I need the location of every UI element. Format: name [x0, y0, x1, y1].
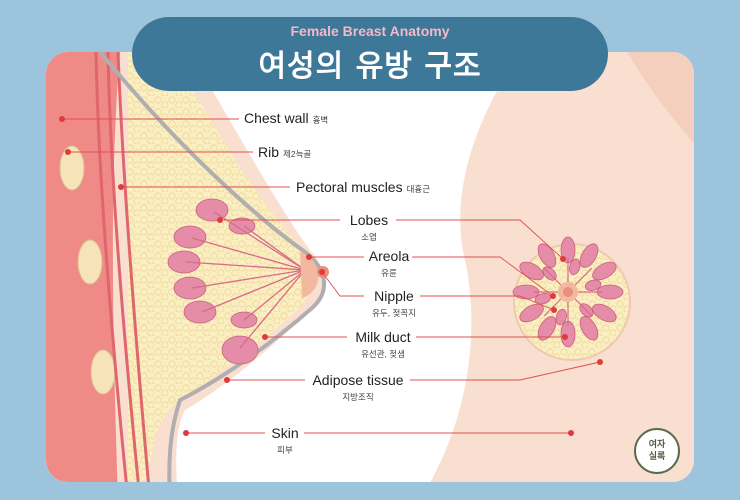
side-view-milk-ducts: [185, 211, 306, 349]
lobes-en: Lobes: [349, 212, 389, 228]
skin-outline: [98, 52, 327, 482]
chest-wall-ko: 흉벽: [312, 115, 329, 125]
adipose-en: Adipose tissue: [312, 372, 404, 388]
milk-duct-en: Milk duct: [355, 329, 411, 345]
side-view-areola: [300, 252, 319, 298]
skin-en: Skin: [271, 425, 299, 441]
title-banner: Female Breast Anatomy 여성의 유방 구조: [132, 17, 608, 91]
rib-en: Rib: [258, 144, 280, 160]
pectoral-en: Pectoral muscles: [296, 179, 403, 195]
pectoral-ko: 대흉근: [406, 184, 431, 194]
label-skin: Skin 피부: [266, 425, 304, 456]
chest-wall-en: Chest wall: [244, 110, 309, 126]
page-subtitle: Female Breast Anatomy: [290, 23, 450, 39]
label-milk-duct: Milk duct 유선관, 젖샘: [350, 329, 416, 360]
logo-line-1: 여자: [648, 440, 666, 450]
pectoral-muscle-layer: [94, 52, 152, 482]
milk-duct-ko: 유선관, 젖샘: [361, 349, 405, 359]
skin-ko: 피부: [277, 445, 293, 455]
label-nipple: Nipple 유두, 젖꼭지: [366, 288, 422, 319]
label-lobes: Lobes 소엽: [344, 212, 394, 243]
rib-bones: [59, 145, 116, 395]
nipple-en: Nipple: [374, 288, 414, 304]
areola-ko: 유륜: [381, 268, 397, 278]
adipose-ko: 지방조직: [342, 392, 374, 402]
leader-lines: [62, 118, 601, 434]
label-adipose-tissue: Adipose tissue 지방조직: [306, 372, 410, 403]
front-view-lobes: [512, 236, 624, 348]
logo-line-2: 실록: [648, 452, 666, 462]
brand-logo: 여자 실록: [634, 428, 680, 474]
nipple-ko: 유두, 젖꼭지: [372, 308, 416, 318]
rib-ko: 제2늑골: [283, 149, 312, 159]
lobes-ko: 소엽: [361, 232, 377, 242]
areola-en: Areola: [368, 248, 410, 264]
leader-dots: [59, 116, 603, 436]
label-areola: Areola 유륜: [366, 248, 412, 279]
page-title: 여성의 유방 구조: [258, 49, 482, 84]
adipose-region: [128, 52, 312, 482]
front-view-shoulder: [620, 52, 694, 170]
